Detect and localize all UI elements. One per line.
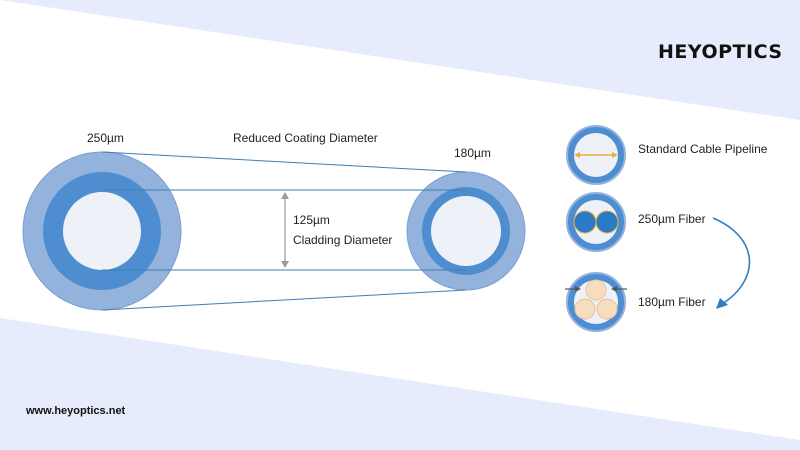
- legend-250um-fiber-icon: [566, 192, 626, 252]
- label-cladding-diameter: Cladding Diameter: [293, 233, 393, 247]
- fiber-180um-cross-section: [406, 171, 526, 291]
- curved-transition-arrow: [712, 217, 751, 309]
- label-cladding-value: 125µm: [293, 213, 330, 227]
- heyoptics-logo: HEYOPTICS: [658, 41, 783, 63]
- bottom-background-band: [0, 318, 800, 450]
- label-180um: 180µm: [454, 146, 491, 160]
- legend-standard-cable-pipeline: Standard Cable Pipeline: [638, 142, 768, 156]
- legend-standard-pipeline-icon: [566, 125, 626, 185]
- fiber-250um-cross-section: [22, 151, 182, 311]
- top-background-band: [0, 0, 800, 120]
- cladding-dimension-arrow: [281, 192, 289, 268]
- label-reduced-coating-diameter: Reduced Coating Diameter: [233, 131, 378, 145]
- legend-250um-fiber: 250µm Fiber: [638, 212, 706, 226]
- website-url: www.heyoptics.net: [26, 405, 126, 417]
- legend-180um-fiber-icon: [565, 272, 627, 332]
- label-250um: 250µm: [87, 131, 124, 145]
- connector-lines: [101, 151, 467, 311]
- legend-180um-fiber: 180µm Fiber: [638, 295, 706, 309]
